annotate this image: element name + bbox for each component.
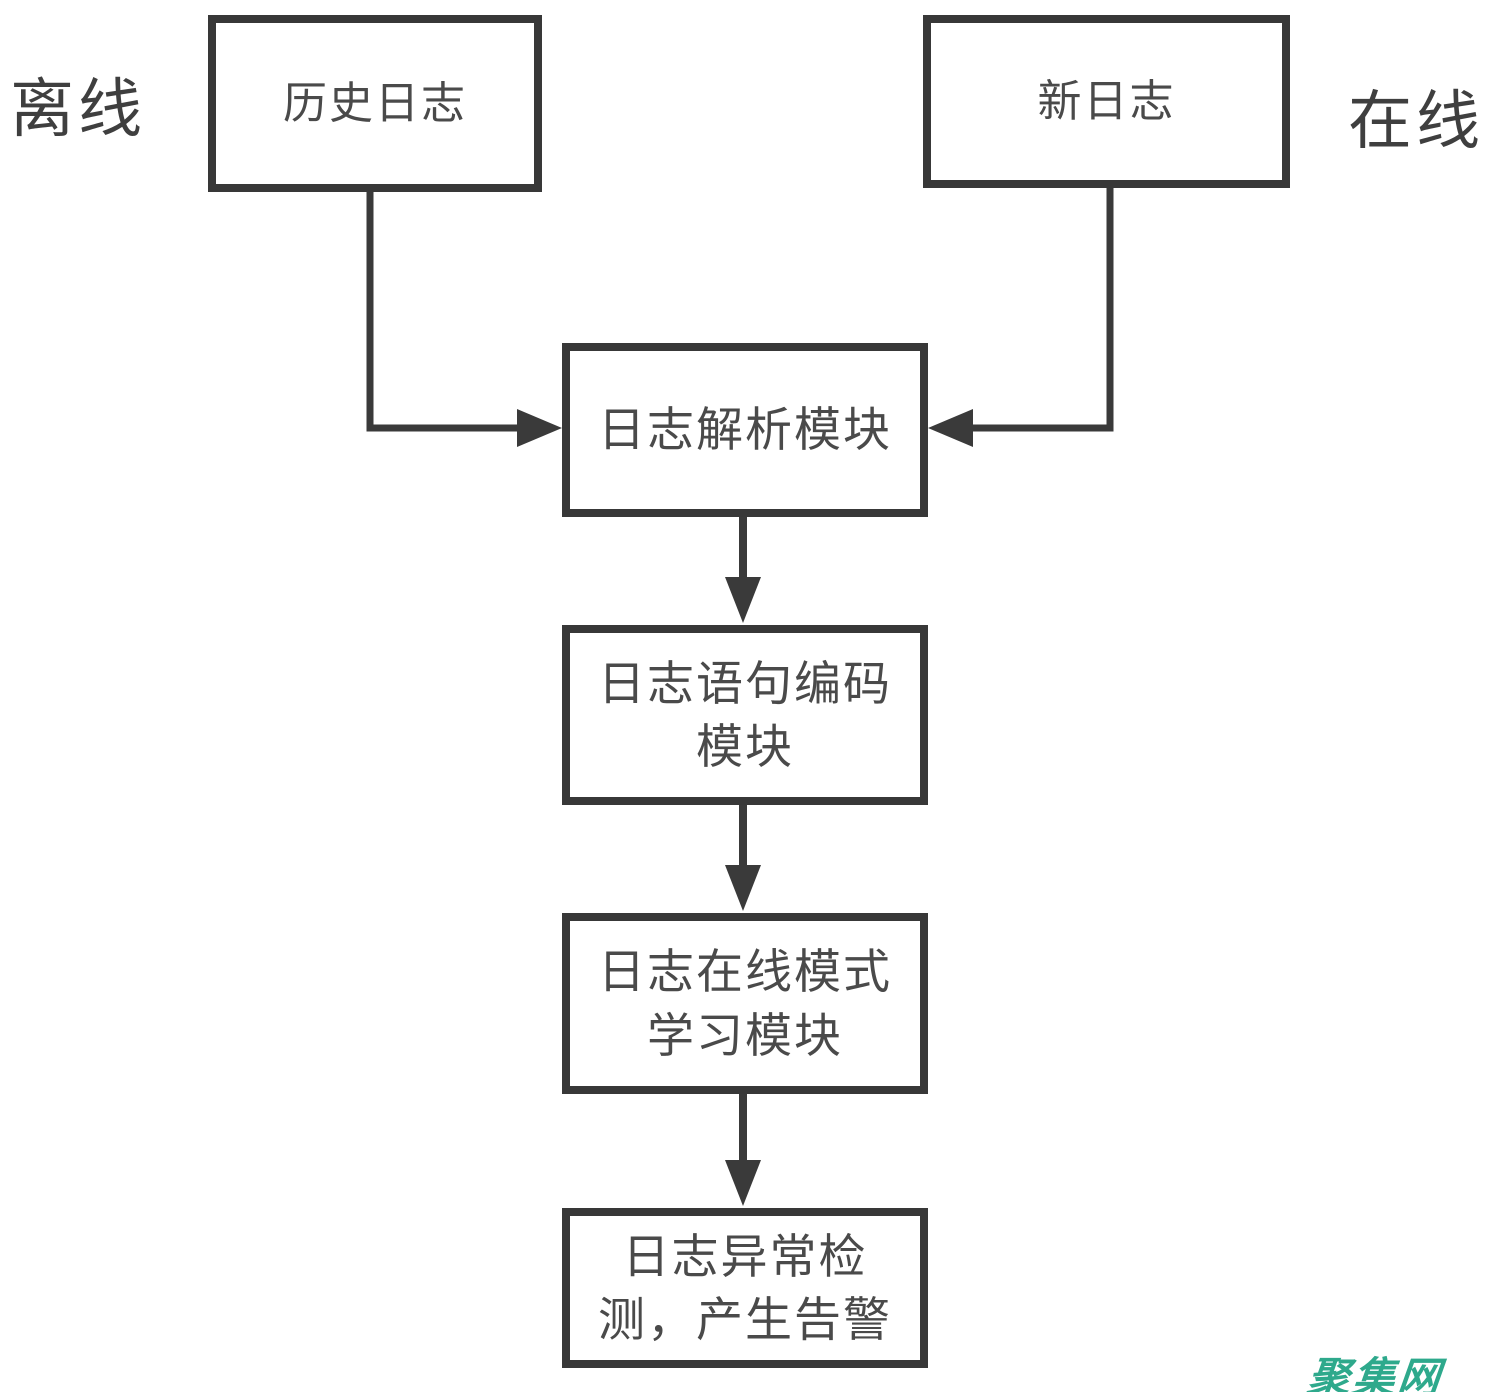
node-log-statement-encoding-line2: 模块 bbox=[696, 720, 794, 773]
node-new-log: 新日志 bbox=[923, 15, 1290, 188]
node-history-log: 历史日志 bbox=[208, 15, 542, 192]
node-log-online-pattern-learning-line2: 学习模块 bbox=[647, 1008, 843, 1062]
node-log-parse-module-text: 日志解析模块 bbox=[598, 403, 892, 457]
node-log-parse-module: 日志解析模块 bbox=[562, 343, 928, 517]
node-log-statement-encoding-module: 日志语句编码 模块 bbox=[562, 625, 928, 805]
node-log-statement-encoding-line1: 日志语句编码 bbox=[598, 656, 892, 710]
node-log-online-pattern-learning-line1: 日志在线模式 bbox=[598, 945, 892, 999]
arrowhead-into-parse-right bbox=[928, 409, 973, 447]
node-new-log-text: 新日志 bbox=[1037, 76, 1176, 126]
node-log-online-pattern-learning-module: 日志在线模式 学习模块 bbox=[562, 913, 928, 1094]
watermark-juji-logo: 聚集网 bbox=[1305, 1354, 1446, 1392]
arrowhead-into-learn bbox=[725, 865, 761, 911]
node-history-log-text: 历史日志 bbox=[283, 78, 467, 128]
node-log-anomaly-detection-alert: 日志异常检 测，产生告警 bbox=[562, 1208, 928, 1368]
label-online: 在线 bbox=[1348, 85, 1484, 157]
connector-history-to-parse bbox=[366, 190, 522, 432]
label-offline: 离线 bbox=[10, 73, 146, 145]
arrowhead-into-parse-left bbox=[517, 409, 562, 447]
node-log-anomaly-detection-line1: 日志异常检 bbox=[622, 1229, 868, 1283]
node-log-anomaly-detection-line2: 测，产生告警 bbox=[598, 1293, 892, 1346]
arrowhead-into-encode bbox=[725, 577, 761, 623]
connector-new-to-parse bbox=[968, 186, 1114, 432]
arrowhead-into-detect bbox=[725, 1160, 761, 1206]
